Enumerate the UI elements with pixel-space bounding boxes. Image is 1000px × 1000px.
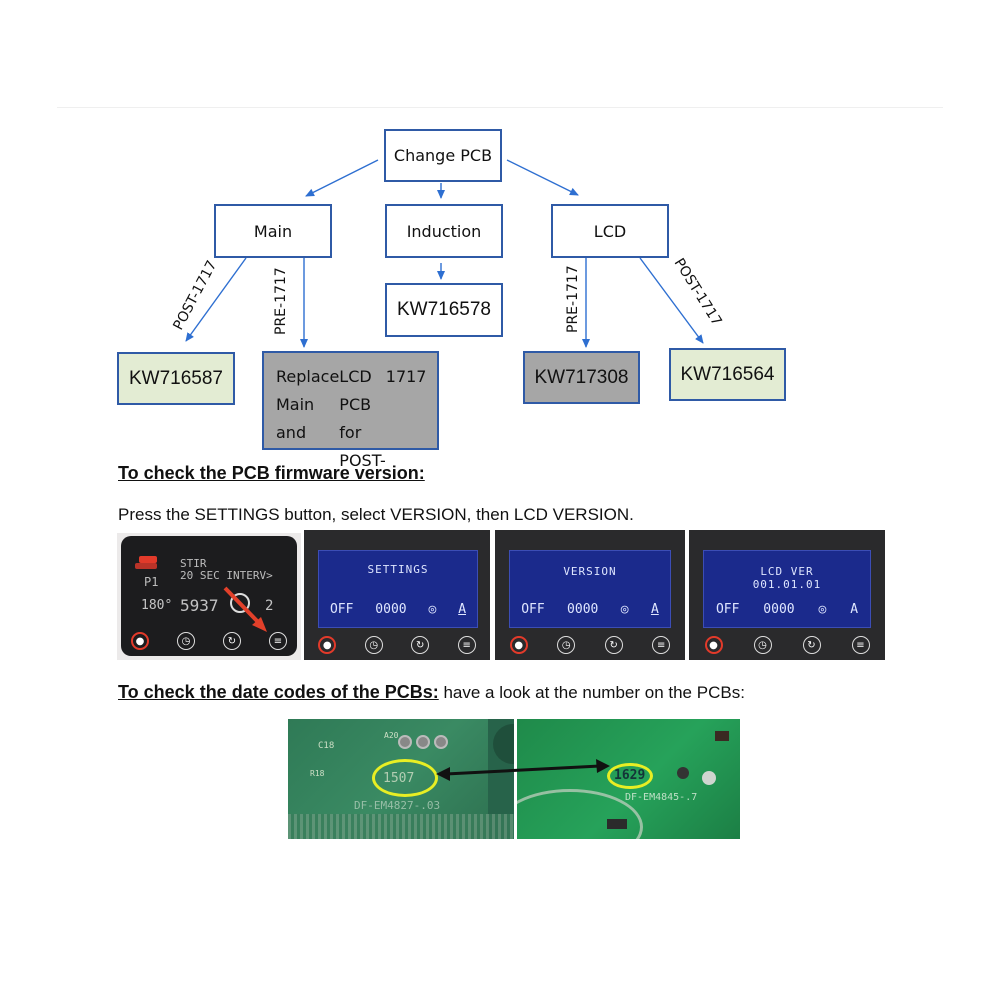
home-stir: STIR [180,557,207,570]
silk-a20: A20 [384,731,399,740]
left-board-label: DF-EM4827-.03 [354,799,441,812]
home-interval: 20 SEC INTERV> [180,569,273,582]
clock-icon[interactable]: ◷ [177,632,195,650]
photo-settings-screen: SETTINGS OFF 0000 ◎ A ● ◷ ↻ ≡ [304,530,490,660]
menu-icon[interactable]: ≡ [269,632,287,650]
lcd-auto: A [650,602,659,617]
silk-r18: R18 [310,769,325,778]
replace-line: 1717 [385,367,427,386]
refresh-icon[interactable]: ↻ [223,632,241,650]
lcd-off: OFF [715,602,740,617]
pcb-photo-right: 1629 DF-EM4845-.7 [517,719,740,839]
node-lcd: LCD [551,204,669,258]
photo-home-screen: STIR 20 SEC INTERV> P1 180° 5937 2 ● ◷ ↻… [117,533,301,660]
right-board-label: DF-EM4845-.7 [625,792,698,803]
photo-version-screen: VERSION OFF 0000 ◎ A ● ◷ ↻ ≡ [495,530,685,660]
pcb-connector-strip [288,814,514,839]
photo-lcd-version-screen: LCD VER 001.01.01 OFF 0000 ◎ A ● ◷ ↻ ≡ [689,530,885,660]
edge-label-lcd-pre: PRE-1717 [565,265,581,333]
home-spin-icon [230,593,250,613]
home-p1: P1 [144,575,159,589]
top-rule [57,107,943,108]
node-main-post-code: KW716587 [117,352,235,405]
lcd-digits: 0000 [375,602,407,617]
lcd-spin-icon: ◎ [818,602,827,617]
home-time: 5937 [180,596,219,615]
replace-line: LCD PCB for POST- [339,367,386,470]
lcd-auto: A [850,602,859,617]
node-change-pcb: Change PCB [384,129,502,182]
clock-icon[interactable]: ◷ [557,636,576,654]
lcd-version-title: VERSION [563,565,617,578]
edge-label-main-pre: PRE-1717 [273,267,289,335]
refresh-icon[interactable]: ↻ [802,636,821,654]
datecodes-line: To check the date codes of the PCBs: hav… [118,682,745,703]
home-speed: 2 [265,598,274,614]
lcd-digits: 0000 [567,602,599,617]
lcd-settings-title: SETTINGS [367,563,429,576]
right-code-highlight [607,763,653,789]
clock-icon[interactable]: ◷ [753,636,772,654]
lcd-auto: A [458,602,467,617]
firmware-instruction: Press the SETTINGS button, select VERSIO… [118,505,634,524]
datecodes-text: have a look at the number on the PCBs: [438,683,745,702]
lcd-off: OFF [521,602,545,617]
arrow-lcd-post [639,257,704,344]
clock-icon[interactable]: ◷ [364,636,383,654]
home-temp: 180° [141,598,173,613]
node-lcd-post-code: KW716564 [669,348,786,401]
red-pointer-arrow [223,586,267,632]
flowchart-connectors: POST-1717 PRE-1717 PRE-1717 POST-1717 [170,159,725,348]
lcd-spin-icon: ◎ [428,602,437,617]
left-code-highlight [372,759,438,797]
menu-icon[interactable]: ≡ [457,636,476,654]
refresh-icon[interactable]: ↻ [604,636,623,654]
node-induction-code: KW716578 [385,283,503,337]
lcd-ver-number: 001.01.01 [752,578,822,591]
red-indicator [139,556,157,563]
node-lcd-pre-code: KW717308 [523,351,640,404]
thermometer-icon[interactable]: ● [704,636,723,654]
arrow-main-post [185,257,247,342]
firmware-heading: To check the PCB firmware version: [118,463,425,483]
node-main: Main [214,204,332,258]
pcb-photo-left: C18 R18 A20 1507 DF-EM4827-.03 [288,719,514,839]
menu-icon[interactable]: ≡ [652,636,671,654]
refresh-icon[interactable]: ↻ [411,636,430,654]
replace-line: Replace Main and [276,367,340,442]
thermometer-icon[interactable]: ● [131,632,149,650]
lcd-off: OFF [329,602,354,617]
menu-icon[interactable]: ≡ [851,636,870,654]
lcd-ver-title: LCD VER [760,565,814,578]
lcd-spin-icon: ◎ [620,602,629,617]
arrow-root-main [305,159,379,197]
node-induction: Induction [385,204,503,258]
lcd-digits: 0000 [763,602,795,617]
silk-c18: C18 [318,741,335,751]
datecodes-heading: To check the date codes of the PCBs: [118,682,439,702]
thermometer-icon[interactable]: ● [318,636,337,654]
arrow-root-lcd [506,159,579,196]
thermometer-icon[interactable]: ● [509,636,528,654]
